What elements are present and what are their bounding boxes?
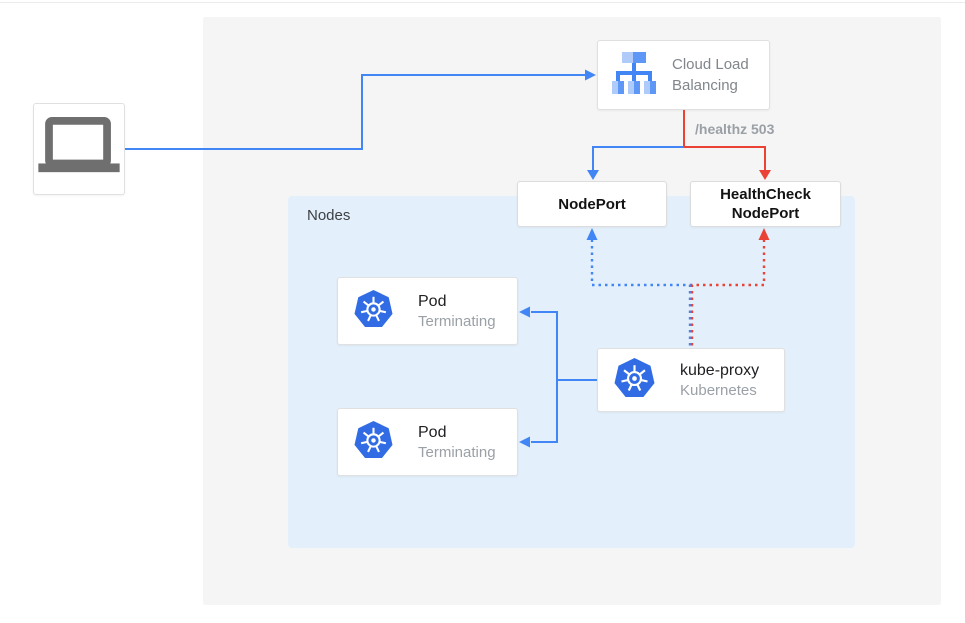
healthz-annotation: /healthz 503 (695, 121, 775, 137)
pod-title: Pod (418, 423, 447, 441)
pod-box-2: Pod Terminating (337, 408, 518, 476)
nodeport-label: NodePort (558, 195, 626, 213)
kubernetes-icon (354, 420, 393, 464)
pod-status: Terminating (418, 443, 496, 461)
load-balancer-label: Cloud Load Balancing (672, 56, 749, 94)
healthcheck-nodeport-label-line2: NodePort (731, 205, 800, 222)
healthcheck-nodeport-label-line1: HealthCheck (720, 186, 811, 203)
laptop-icon (36, 116, 122, 182)
load-balancer-box: Cloud Load Balancing (597, 40, 770, 110)
cloud-load-balancing-icon (609, 51, 659, 99)
nodes-panel-label: Nodes (307, 207, 351, 224)
kube-proxy-subtitle: Kubernetes (680, 381, 757, 399)
nodeport-box: NodePort (517, 181, 667, 227)
healthcheck-nodeport-box: HealthCheck NodePort (690, 181, 841, 227)
kubernetes-icon (354, 289, 393, 333)
client-box (33, 103, 125, 195)
pod-box-1: Pod Terminating (337, 277, 518, 345)
kubernetes-icon (614, 357, 655, 403)
pod-title: Pod (418, 292, 447, 310)
pod-status: Terminating (418, 312, 496, 330)
page-top-divider (0, 2, 965, 3)
kube-proxy-title: kube-proxy (680, 361, 760, 379)
kube-proxy-box: kube-proxy Kubernetes (597, 348, 785, 412)
